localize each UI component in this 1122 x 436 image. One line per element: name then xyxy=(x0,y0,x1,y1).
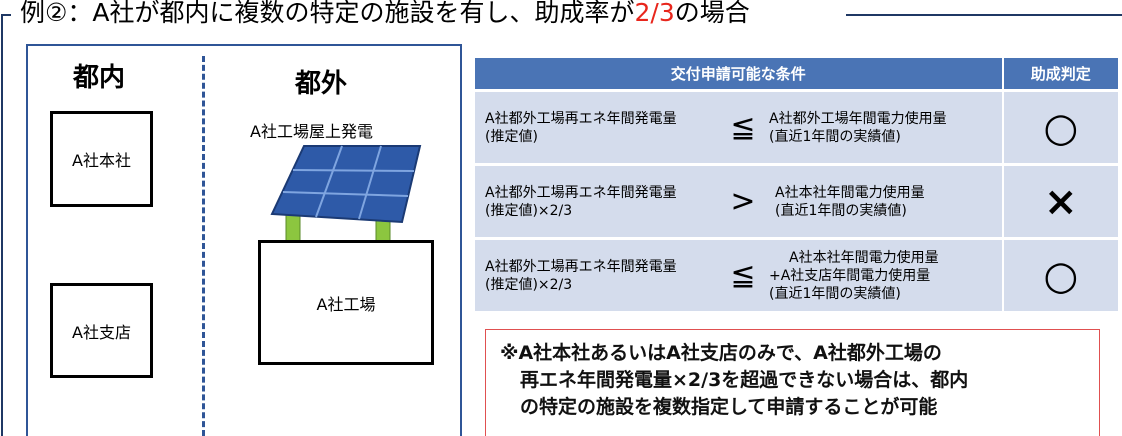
condition-operator: ≦ xyxy=(730,109,756,145)
condition-lhs: A社都外工場再エネ年間発電量(推定値) xyxy=(475,110,723,146)
title-prefix: 例②：A社が都内に複数の特定の施設を有し、助成率が xyxy=(20,0,635,27)
solar-caption: A社工場屋上発電 xyxy=(250,122,373,141)
hq-box: A社本社 xyxy=(50,111,153,207)
condition-lhs: A社都外工場再エネ年間発電量(推定値)×2/3 xyxy=(475,258,723,294)
factory-label: A社工場 xyxy=(316,294,376,314)
frame-top-right xyxy=(846,14,1122,16)
branch-label: A社支店 xyxy=(72,322,131,342)
page-title: 例②：A社が都内に複数の特定の施設を有し、助成率が2/3の場合 xyxy=(20,0,750,29)
conditions-table: 交付申請可能な条件 助成判定 A社都外工場再エネ年間発電量(推定値) ≦ A社都… xyxy=(475,55,1118,314)
region-divider xyxy=(202,56,205,436)
rhs-line: (直近1年間の実績値) xyxy=(775,202,907,219)
note-line: ※A社本社あるいはA社支店のみで、A社都外工場の xyxy=(500,342,942,364)
note-line: の特定の施設を複数指定して申請することが可能 xyxy=(520,396,938,418)
condition-rhs: A社都外工場年間電力使用量(直近1年間の実績値) xyxy=(763,110,1002,146)
frame-left xyxy=(1,14,3,436)
lhs-line: (推定値) xyxy=(485,128,538,145)
condition-cell: A社都外工場再エネ年間発電量(推定値)×2/3 ≦ A社本社年間電力使用量+A社… xyxy=(475,240,1004,311)
condition-rhs: A社本社年間電力使用量(直近1年間の実績値) xyxy=(763,184,1002,220)
condition-operator: > xyxy=(730,183,756,219)
condition-operator: ≦ xyxy=(730,257,756,293)
header-judgement: 助成判定 xyxy=(1003,58,1118,89)
lhs-line: (推定値)×2/3 xyxy=(485,202,573,219)
rhs-line: +A社支店年間電力使用量 xyxy=(769,267,931,284)
note-line: 再エネ年間発電量×2/3を超過できない場合は、都内 xyxy=(520,369,969,391)
rhs-line: (直近1年間の実績値) xyxy=(769,128,901,145)
region-inside-label: 都内 xyxy=(73,63,126,93)
lhs-line: A社都外工場再エネ年間発電量 xyxy=(485,110,677,127)
title-highlight: 2/3 xyxy=(634,0,675,27)
condition-cell: A社都外工場再エネ年間発電量(推定値)×2/3 > A社本社年間電力使用量(直近… xyxy=(475,166,1004,237)
judgement-cell: ○ xyxy=(1003,240,1118,311)
region-outside-label: 都外 xyxy=(295,69,348,99)
lhs-line: A社都外工場再エネ年間発電量 xyxy=(485,184,677,201)
table-row: A社都外工場再エネ年間発電量(推定値)×2/3 > A社本社年間電力使用量(直近… xyxy=(475,166,1118,237)
branch-box: A社支店 xyxy=(50,283,153,378)
factory-box: A社工場 xyxy=(258,240,434,365)
table-row: A社都外工場再エネ年間発電量(推定値) ≦ A社都外工場年間電力使用量(直近1年… xyxy=(475,92,1118,163)
diagram-frame xyxy=(26,44,462,436)
lhs-line: (推定値)×2/3 xyxy=(485,276,573,293)
table-row: A社都外工場再エネ年間発電量(推定値)×2/3 ≦ A社本社年間電力使用量+A社… xyxy=(475,240,1118,311)
condition-lhs: A社都外工場再エネ年間発電量(推定値)×2/3 xyxy=(475,184,723,220)
condition-cell: A社都外工場再エネ年間発電量(推定値) ≦ A社都外工場年間電力使用量(直近1年… xyxy=(475,92,1004,163)
note-box: ※A社本社あるいはA社支店のみで、A社都外工場の 再エネ年間発電量×2/3を超過… xyxy=(485,329,1100,436)
rhs-line: A社本社年間電力使用量 xyxy=(789,249,939,266)
header-conditions: 交付申請可能な条件 xyxy=(475,58,1004,89)
hq-label: A社本社 xyxy=(72,151,131,170)
title-suffix: の場合 xyxy=(674,0,750,27)
table-header-row: 交付申請可能な条件 助成判定 xyxy=(475,58,1118,89)
frame-top-left xyxy=(1,14,11,16)
rhs-line: A社本社年間電力使用量 xyxy=(775,184,925,201)
rhs-line: A社都外工場年間電力使用量 xyxy=(769,110,947,127)
lhs-line: A社都外工場再エネ年間発電量 xyxy=(485,258,677,275)
judgement-cell: × xyxy=(1003,166,1118,237)
solar-panel-icon xyxy=(270,145,422,244)
condition-rhs: A社本社年間電力使用量+A社支店年間電力使用量(直近1年間の実績値) xyxy=(763,249,1002,303)
judgement-cell: ○ xyxy=(1003,92,1118,163)
rhs-line: (直近1年間の実績値) xyxy=(769,285,901,302)
